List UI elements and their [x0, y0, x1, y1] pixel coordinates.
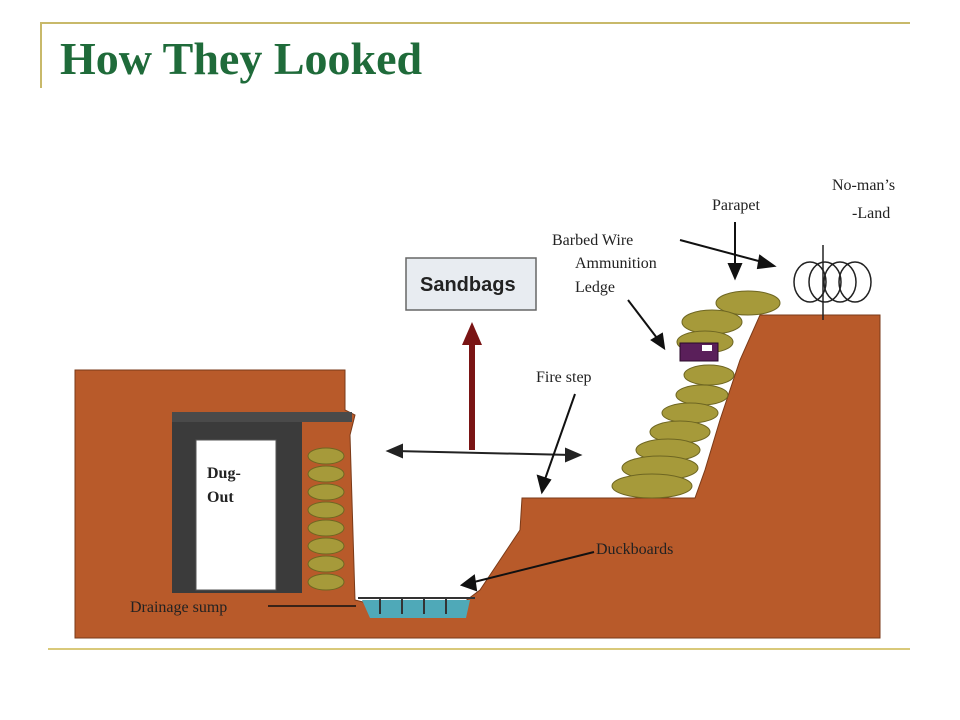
trench-width-arrow [385, 443, 583, 463]
sandbags-label-box [405, 257, 537, 311]
barbed-wire-label: Barbed Wire [552, 232, 633, 249]
dugout-roof-beam [172, 412, 352, 422]
parapet-sandbags [611, 290, 781, 499]
duckboards-label: Duckboards [596, 541, 673, 558]
ammunition-label: Ammunition [575, 255, 657, 272]
fire-step-label: Fire step [536, 369, 592, 386]
pointer-arrows [268, 222, 777, 607]
ammunition-ledge [679, 342, 719, 362]
title-top-rule [40, 22, 910, 24]
dugout-interior [195, 439, 277, 591]
drainage-sump-label: Drainage sump [130, 599, 227, 616]
sump-water [362, 600, 470, 618]
duckboards [358, 597, 475, 614]
barbed-wire-coil [793, 245, 872, 320]
slide-title: How They Looked [60, 33, 423, 84]
sandbags-red-arrow [462, 322, 482, 450]
parapet-label: Parapet [712, 197, 761, 214]
left-sandbag-stack [307, 447, 345, 591]
dugout-label-line1: Dug- [207, 465, 241, 482]
no-mans-land-label-line2: -Land [852, 205, 890, 222]
dugout-label-line2: Out [207, 489, 234, 506]
sandbags-label: Sandbags [420, 274, 516, 296]
ledge-label: Ledge [575, 279, 615, 296]
no-mans-land-label-line1: No-man’s [832, 177, 895, 194]
bottom-rule [48, 648, 910, 650]
title-left-rule [40, 22, 42, 88]
